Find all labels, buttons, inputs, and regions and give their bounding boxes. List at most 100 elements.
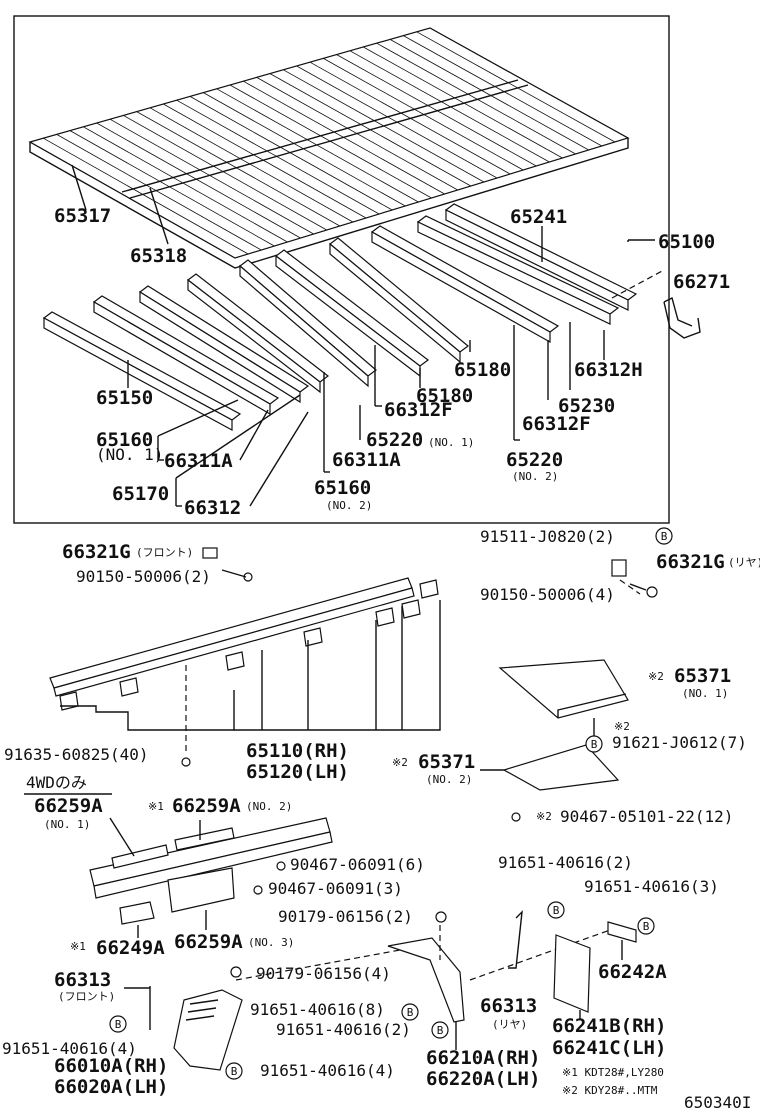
label-65110: 65110(RH) xyxy=(246,740,349,762)
label-66241C: 66241C(LH) xyxy=(552,1037,666,1059)
label-66259A-no2: 66259A xyxy=(172,795,241,817)
side-rail-bracket xyxy=(375,607,395,627)
label-91651-f: 91651-40616(4) xyxy=(260,1061,395,1080)
bed-assembly-frame xyxy=(13,15,670,524)
label-66312F-a: 66312F xyxy=(384,399,453,421)
label-65160-no1-sub: (NO. 1) xyxy=(96,445,163,464)
floor-panels-drawing xyxy=(28,27,630,269)
label-65220-no1: 65220 xyxy=(366,429,423,451)
label-66313-front-sub: (フロント) xyxy=(58,990,115,1003)
label-65371-no1-mark: ※2 xyxy=(648,670,664,683)
cross-member xyxy=(444,203,638,311)
label-4wd-only: 4WDのみ xyxy=(26,773,87,792)
label-90467-a: 90467-05101-22(12) xyxy=(560,807,733,826)
leader-lines-top xyxy=(71,164,665,507)
label-66020A: 66020A(LH) xyxy=(54,1076,168,1098)
diagram-number: 650340I xyxy=(684,1093,751,1112)
label-91621: 91621-J0612(7) xyxy=(612,733,747,752)
label-66312: 66312 xyxy=(184,497,241,519)
label-65180-b: 65180 xyxy=(416,385,473,407)
label-66321G-rear-sub: (リヤ) xyxy=(728,556,760,569)
label-66321G-front: 66321G xyxy=(62,541,131,563)
reference-marker-b: B xyxy=(585,735,603,753)
cross-member xyxy=(138,285,310,404)
side-rail-bracket xyxy=(119,677,139,697)
label-66259A-no3-sub: (NO. 3) xyxy=(248,936,294,949)
marker-letter: B xyxy=(437,1024,444,1037)
side-rail-bracket xyxy=(401,599,421,619)
marker-letter: B xyxy=(661,530,668,543)
marker-letter: B xyxy=(643,920,650,933)
label-90467-b: 90467-06091(6) xyxy=(290,855,425,874)
label-66313-front: 66313 xyxy=(54,969,111,991)
label-66249A-mark: ※1 xyxy=(70,940,86,953)
label-65160-no1: 65160 xyxy=(96,429,153,451)
label-91651-e: 91651-40616(4) xyxy=(2,1039,137,1058)
label-65170: 65170 xyxy=(112,483,169,505)
label-65371-no2-mark: ※2 xyxy=(392,756,408,769)
label-91651-c: 91651-40616(8) xyxy=(250,1000,385,1019)
marker-letter: B xyxy=(407,1006,414,1019)
bolts-drawing xyxy=(181,547,658,978)
label-66259A-no3: 66259A xyxy=(174,931,243,953)
label-66259A-no2-mark: ※1 xyxy=(148,800,164,813)
label-66271: 66271 xyxy=(673,271,730,293)
reference-marker-b: B xyxy=(225,1062,243,1080)
label-66313-rear: 66313 xyxy=(480,995,537,1017)
label-66312H: 66312H xyxy=(574,359,643,381)
label-66249A: 66249A xyxy=(96,937,165,959)
label-90467-c: 90467-06091(3) xyxy=(268,879,403,898)
reference-marker-b: B xyxy=(637,917,655,935)
cross-member xyxy=(239,259,377,388)
cross-member xyxy=(416,215,620,325)
label-66313-rear-sub: (リヤ) xyxy=(492,1018,527,1031)
side-rail-bracket xyxy=(419,579,439,599)
label-66259A-no1-sub: (NO. 1) xyxy=(44,818,90,831)
label-90179-b: 90179-06156(4) xyxy=(256,964,391,983)
reference-marker-b: B xyxy=(431,1021,449,1039)
label-91651-b: 91651-40616(3) xyxy=(584,877,719,896)
label-65241: 65241 xyxy=(510,206,567,228)
label-66259A-no2-sub: (NO. 2) xyxy=(246,800,292,813)
label-65220-no2-sub: (NO. 2) xyxy=(512,470,558,483)
label-65150: 65150 xyxy=(96,387,153,409)
marker-letter: B xyxy=(115,1018,122,1031)
reference-marker-b: B xyxy=(401,1003,419,1021)
side-rail-drawing xyxy=(49,577,641,752)
label-66311A-a: 66311A xyxy=(164,450,233,472)
marker-letter: B xyxy=(231,1065,238,1078)
label-65371-no2-sub: (NO. 2) xyxy=(426,773,472,786)
label-65318: 65318 xyxy=(130,245,187,267)
label-66242A: 66242A xyxy=(598,961,667,983)
bracket-66271-drawing xyxy=(663,296,701,339)
label-65120: 65120(LH) xyxy=(246,761,349,783)
label-91651-d: 91651-40616(2) xyxy=(276,1020,411,1039)
label-65160-no2: 65160 xyxy=(314,477,371,499)
label-65230: 65230 xyxy=(558,395,615,417)
label-66321G-front-sub: (フロント) xyxy=(136,546,193,559)
plate-65371-drawing xyxy=(480,659,629,791)
label-65160-no2-sub: (NO. 2) xyxy=(326,499,372,512)
label-66010A: 66010A(RH) xyxy=(54,1055,168,1077)
label-90179-a: 90179-06156(2) xyxy=(278,907,413,926)
side-rail-bracket xyxy=(303,627,323,647)
cross-member xyxy=(92,295,280,416)
cross-member xyxy=(329,237,469,364)
label-91651-a: 91651-40616(2) xyxy=(498,853,633,872)
label-90150-a: 90150-50006(2) xyxy=(76,567,211,586)
marker-letter: B xyxy=(591,738,598,751)
label-65371-no1-sub: (NO. 1) xyxy=(682,687,728,700)
label-65180-a: 65180 xyxy=(454,359,511,381)
side-rail-bracket xyxy=(225,651,245,671)
label-66241B: 66241B(RH) xyxy=(552,1015,666,1037)
cross-member xyxy=(42,311,242,432)
label-66259A-no1: 66259A xyxy=(34,795,103,817)
note-1: ※1 KDT28#,LY280 xyxy=(562,1066,664,1079)
label-90150-b: 90150-50006(4) xyxy=(480,585,615,604)
reference-marker-b: B xyxy=(109,1015,127,1033)
label-90467-a-mark: ※2 xyxy=(536,810,552,823)
label-65371-no2: 65371 xyxy=(418,751,475,773)
label-91621-mark: ※2 xyxy=(614,720,630,733)
label-65371-no1: 65371 xyxy=(674,665,731,687)
